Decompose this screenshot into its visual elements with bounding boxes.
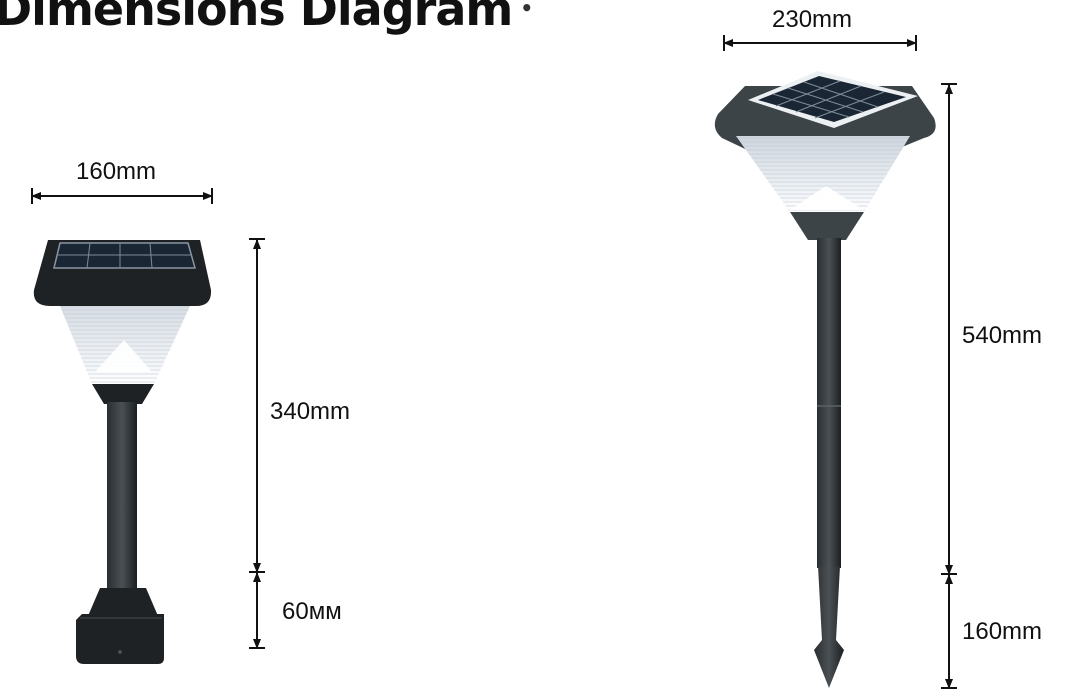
small-lamp-collar [92, 384, 154, 404]
page-title-text: Dimensions Diagram [0, 0, 513, 36]
small-lamp-base-label: 60мм [282, 598, 342, 625]
large-lamp-height-label: 540mm [962, 322, 1043, 349]
page-title: Dimensions Diagram• [0, 0, 533, 32]
large-lamp-spike [814, 566, 844, 688]
small-lamp-solar-panel [53, 242, 196, 269]
large-lamp [714, 71, 936, 688]
large-lamp-width-dimension [723, 35, 917, 51]
large-lamp-width-label: 230mm [772, 6, 853, 33]
large-lamp-collar [790, 212, 864, 240]
large-lamp-spike-label: 160mm [962, 618, 1043, 645]
small-lamp [33, 240, 212, 664]
small-lamp-width-label: 160mm [76, 158, 157, 185]
small-lamp-height-dimension [249, 238, 265, 573]
small-lamp-height-label: 340mm [270, 398, 351, 425]
small-lamp-width-dimension [31, 188, 213, 204]
small-lamp-base [88, 588, 158, 616]
large-lamp-pole [817, 238, 841, 568]
title-mark: • [520, 0, 533, 20]
large-lamp-spike-dimension [941, 574, 957, 689]
small-lamp-pole [107, 402, 137, 592]
small-lamp-base-dimension [249, 572, 265, 649]
large-lamp-height-dimension [941, 83, 957, 575]
large-lamp-solar-panel [748, 71, 918, 128]
